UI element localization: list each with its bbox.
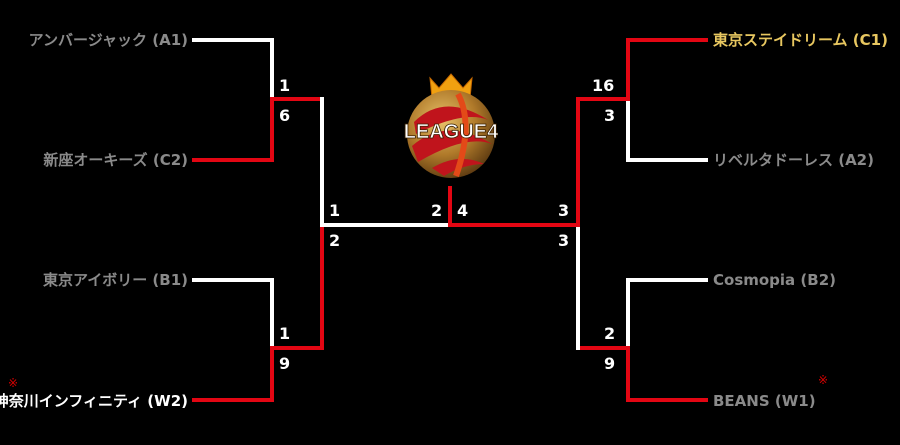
mark-w1: ※ (818, 373, 829, 387)
team-c1: 東京ステイドリーム (C1) (713, 31, 888, 49)
line-a1 (192, 38, 274, 101)
score-qf-right-top-c1: 16 (592, 76, 615, 95)
team-c2: 新座オーキーズ (C2) (43, 151, 188, 169)
crown-ball-logo-icon: LEAGUE4 (404, 73, 498, 178)
mark-w2: ※ (8, 376, 19, 390)
score-qf-right-bottom-b2: 2 (604, 324, 616, 343)
team-w1: BEANS (W1) (713, 392, 816, 410)
team-a2: リベルタドーレス (A2) (713, 151, 874, 169)
score-qf-left-bottom-w2: 9 (279, 354, 291, 373)
score-final-left: 2 (431, 201, 443, 220)
line-c2 (192, 97, 274, 162)
score-qf-right-top-a2: 3 (604, 106, 616, 125)
line-w1 (626, 346, 708, 402)
score-qf-left-top-a1: 1 (279, 76, 291, 95)
line-c1 (626, 38, 708, 101)
line-b1 (192, 278, 274, 350)
score-qf-left-top-c2: 6 (279, 106, 291, 125)
line-b2 (626, 278, 708, 350)
team-a1: アンバージャック (A1) (28, 31, 188, 49)
team-b2: Cosmopia (B2) (713, 271, 836, 289)
score-sf-left-bottom: 2 (329, 231, 341, 250)
logo-text: LEAGUE4 (404, 121, 498, 143)
score-sf-left-top: 1 (329, 201, 341, 220)
line-a2 (626, 97, 708, 162)
team-w2: 神奈川インフィニティ (W2) (0, 392, 188, 410)
team-b1: 東京アイボリー (B1) (42, 271, 188, 289)
score-qf-left-bottom-b1: 1 (279, 324, 291, 343)
score-sf-right-top: 3 (558, 201, 570, 220)
line-w2 (192, 346, 274, 402)
score-sf-right-bottom: 3 (558, 231, 570, 250)
score-final-right: 4 (457, 201, 469, 220)
score-qf-right-bottom-w1: 9 (604, 354, 616, 373)
